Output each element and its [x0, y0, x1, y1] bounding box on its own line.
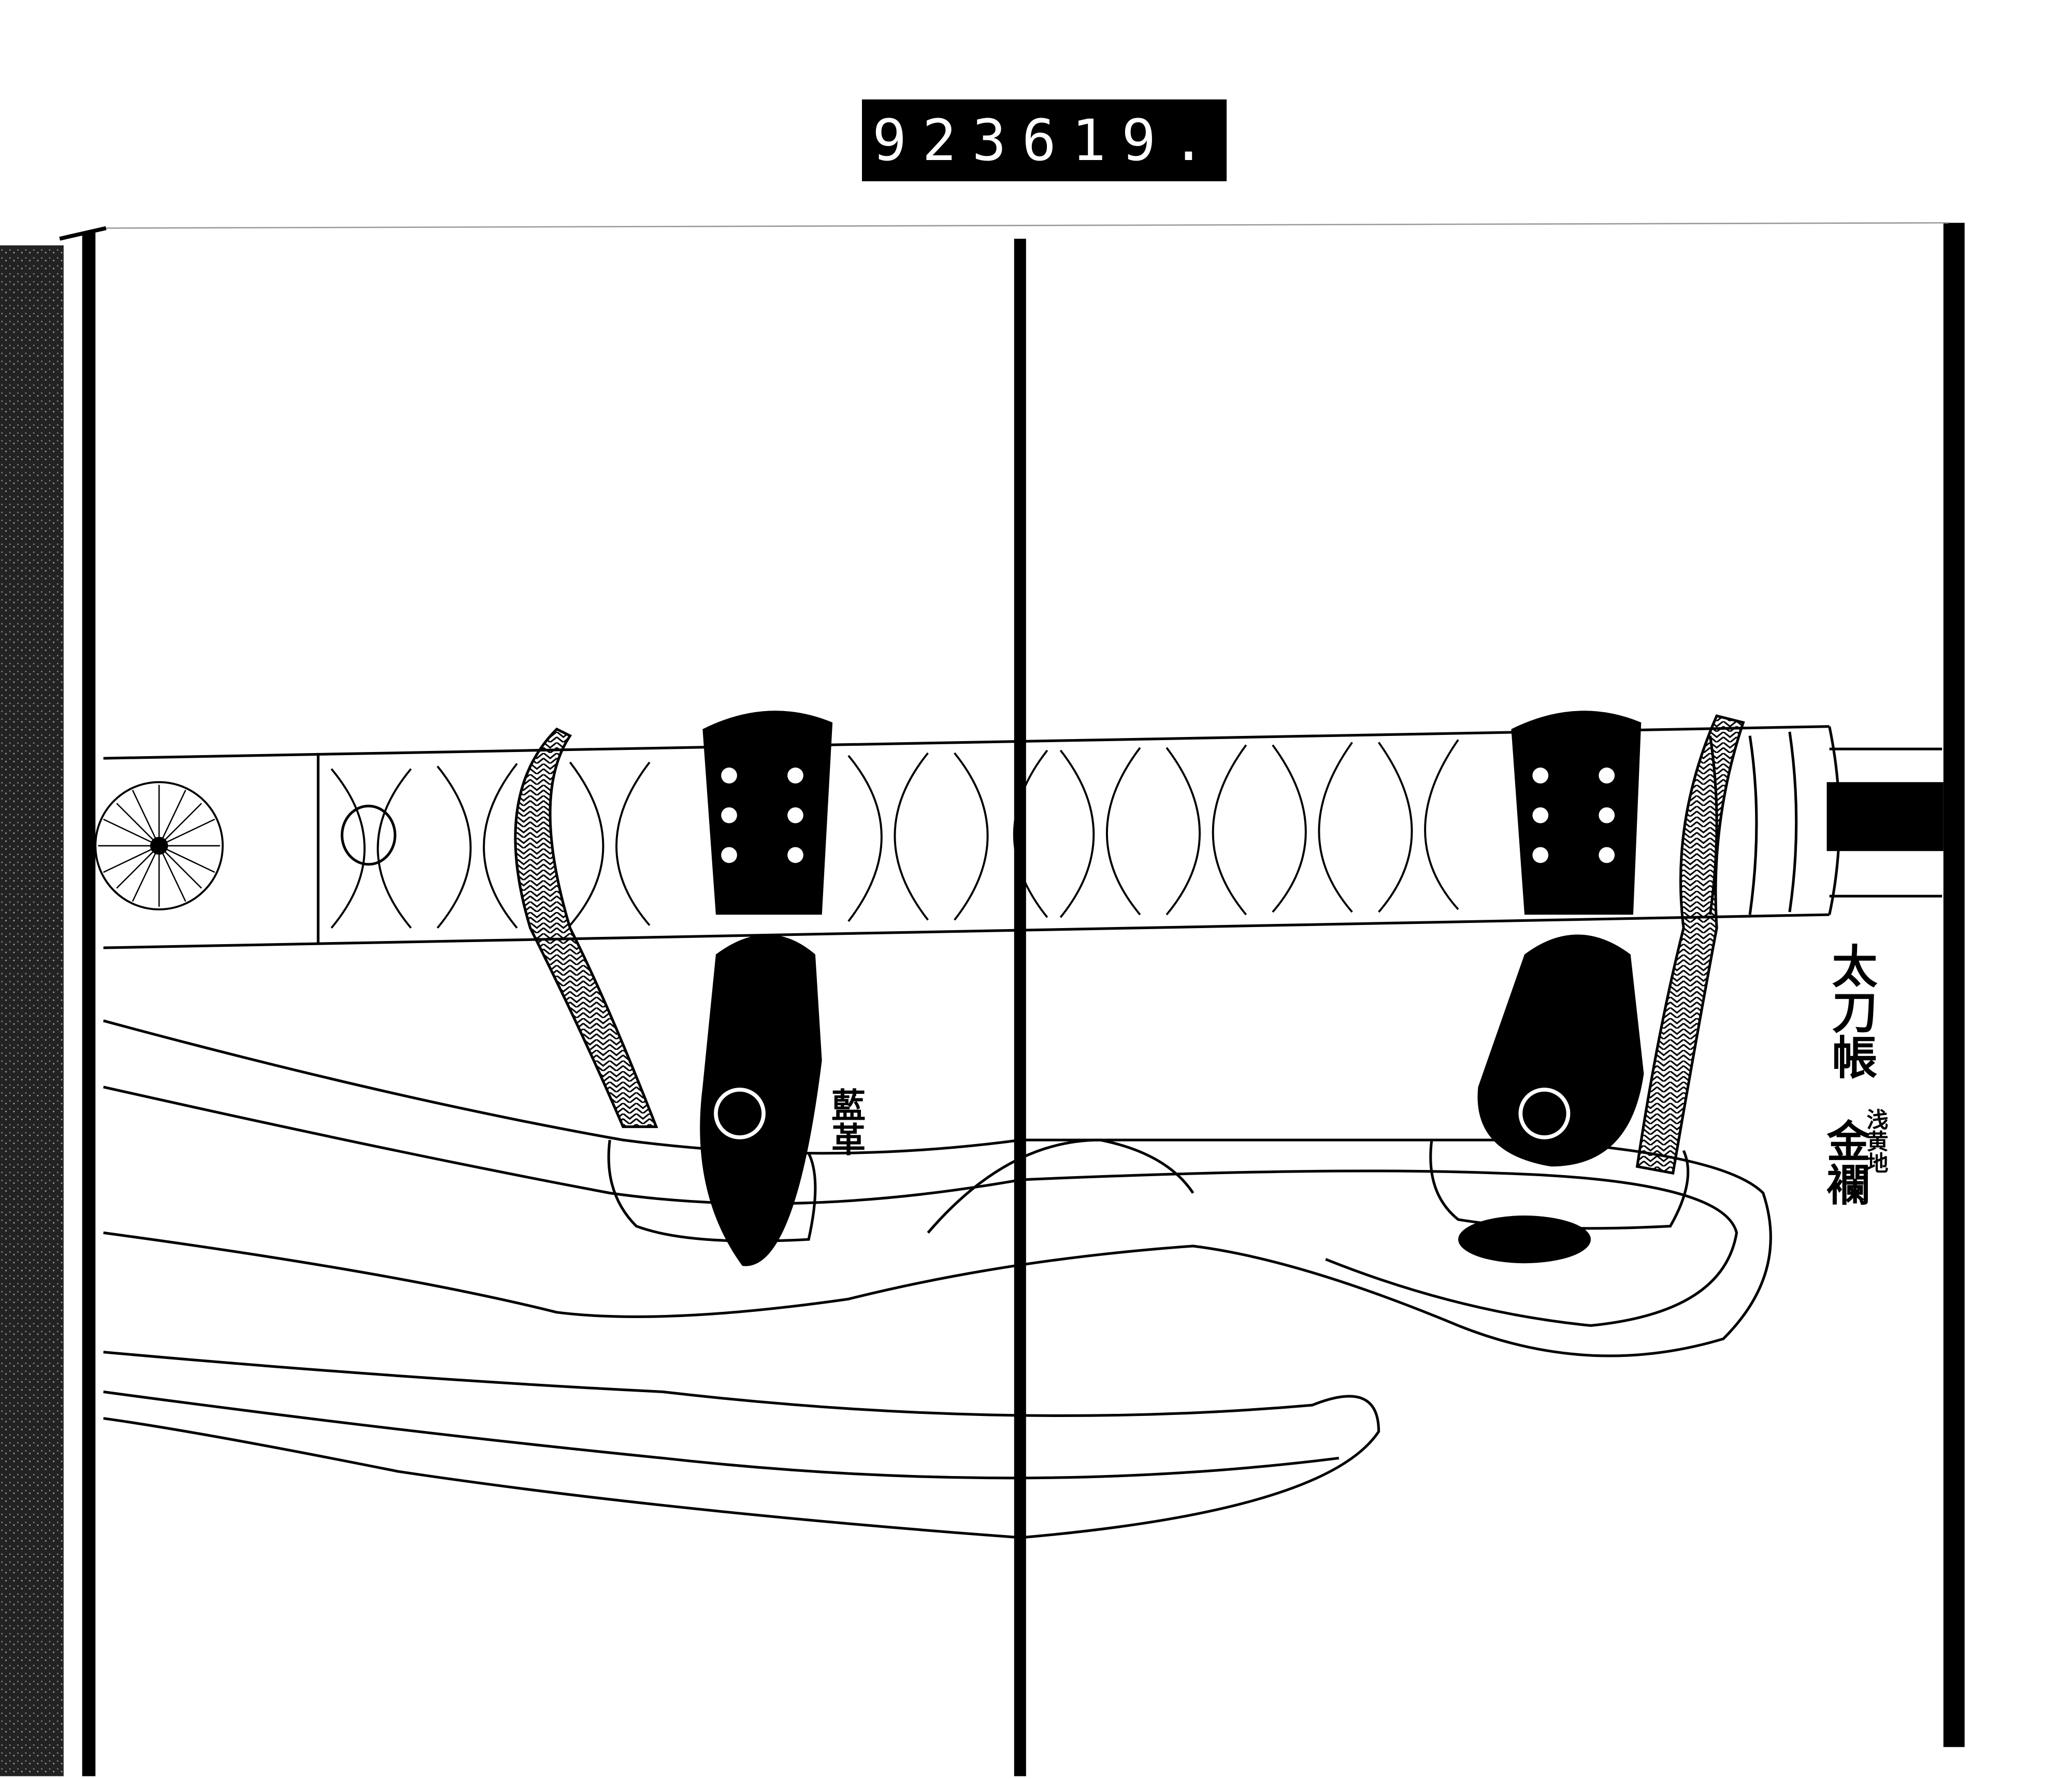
- left-binding-edge: [0, 245, 64, 1776]
- left-ashi-fitting: [700, 711, 833, 1266]
- right-ashi-fitting: [1458, 711, 1644, 1264]
- left-braided-cord: [514, 727, 658, 1129]
- grip-wrapping: [330, 739, 1459, 929]
- center-spine: [1014, 238, 1026, 1776]
- brocade-sash: [103, 1019, 1772, 1539]
- brocade-annotation: 金襴: [1820, 1119, 1871, 1206]
- left-page-border: [82, 232, 96, 1776]
- title-annotation: 太刀帳: [1824, 943, 1878, 1079]
- chrysanthemum-crest-icon: [94, 781, 224, 910]
- catalog-left-number: 923: [872, 107, 1022, 173]
- sword-scabbard: [103, 725, 1944, 949]
- right-braided-cord: [1635, 714, 1745, 1175]
- leather-annotation: 藍革: [826, 1088, 866, 1156]
- right-page-border: [1943, 223, 1965, 1747]
- catalog-number-label: 923 619.: [862, 99, 1227, 181]
- catalog-right-number: 619.: [1021, 107, 1221, 173]
- ground-color-annotation: 浅黄地: [1863, 1108, 1889, 1174]
